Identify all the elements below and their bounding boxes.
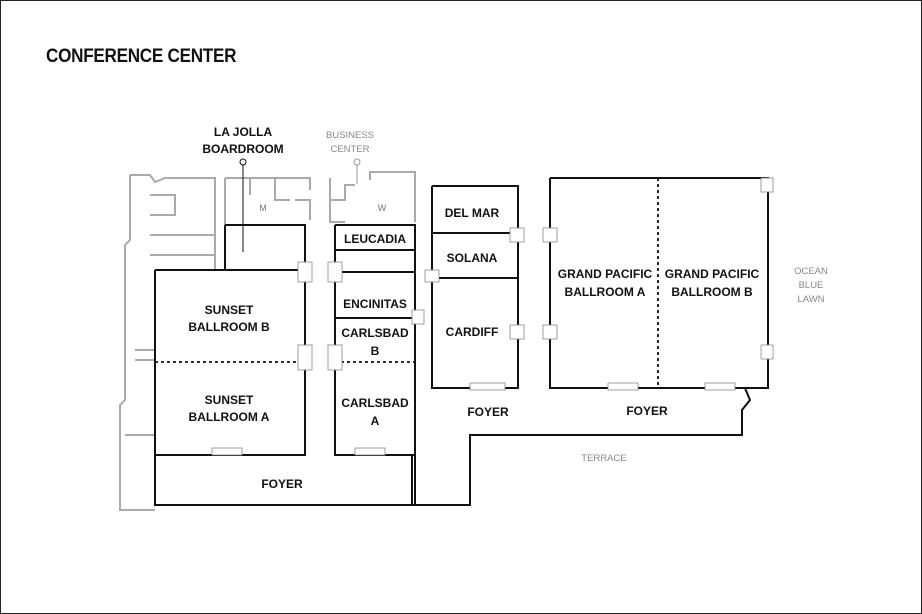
carlsbad-b-label: CARLSBAD [341,326,409,340]
sunset-a-label: SUNSET [205,393,254,407]
solana-label: SOLANA [447,251,498,265]
blue-label: BLUE [799,280,824,291]
doors [211,177,774,456]
foyer-left-outline [154,455,413,506]
business-label: BUSINESS [326,130,374,141]
womens-restroom-label: W [378,203,387,213]
sunset-b-room: BALLROOM B [188,320,270,334]
sunset-b-label: SUNSET [205,303,254,317]
grand-pacific-ballrooms [549,177,769,389]
foyer-left-label: FOYER [261,477,303,491]
encinitas-label: ENCINITAS [343,297,407,311]
room-labels: LA JOLLA BOARDROOM BUSINESS CENTER M W L… [188,125,828,491]
lawn-label: LAWN [797,294,824,305]
grand-pacific-a-label: GRAND PACIFIC [558,267,653,281]
middle-rooms [431,185,519,389]
sunset-ballrooms [154,224,306,456]
grand-pacific-b-room: BALLROOM B [671,285,753,299]
ocean-label: OCEAN [794,266,828,277]
leucadia-label: LEUCADIA [344,232,406,246]
sunset-a-room: BALLROOM A [189,410,270,424]
foyer-mid-label: FOYER [467,405,509,419]
terrace-outline [412,387,752,506]
boardroom-label: BOARDROOM [202,142,283,156]
foyer-right-label: FOYER [626,404,668,418]
carlsbad-a-label: CARLSBAD [341,396,409,410]
cardiff-label: CARDIFF [446,325,499,339]
la-jolla-label: LA JOLLA [214,125,273,139]
boardroom-block [224,158,416,252]
del-mar-label: DEL MAR [445,206,500,220]
west-service-area [119,174,216,511]
page-title: CONFERENCE CENTER [46,46,237,67]
mens-restroom-label: M [259,203,267,213]
center-label: CENTER [330,144,369,155]
carlsbad-a-letter: A [371,414,380,428]
carlsbad-b-letter: B [371,344,380,358]
terrace-label: TERRACE [581,453,626,464]
grand-pacific-a-room: BALLROOM A [565,285,646,299]
grand-pacific-b-label: GRAND PACIFIC [665,267,760,281]
